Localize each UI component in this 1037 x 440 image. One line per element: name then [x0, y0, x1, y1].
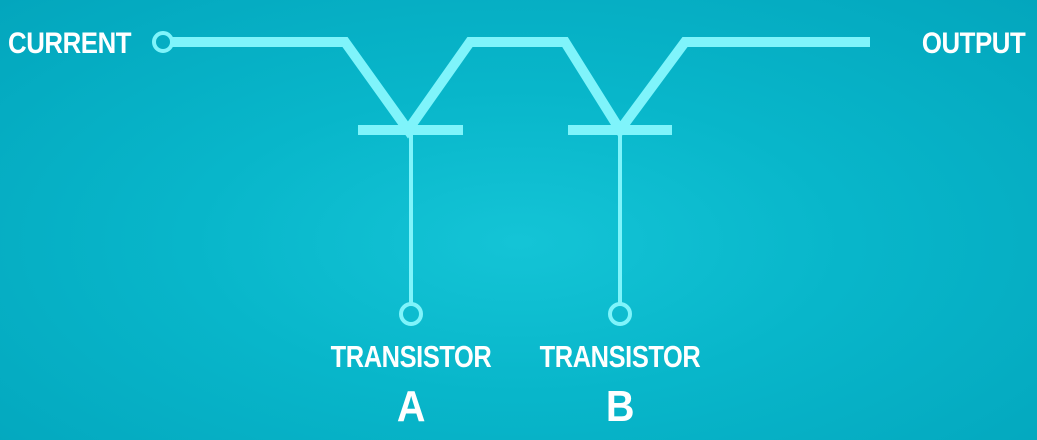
transistor-b-letter: B: [605, 382, 635, 431]
output-label: OUTPUT: [921, 27, 1026, 60]
transistor-a-label: TRANSISTOR: [330, 339, 492, 374]
current-wire: [172, 37, 870, 139]
current-input-terminal: [152, 31, 174, 53]
transistor-a-terminal: [399, 302, 423, 326]
current-label: CURRENT: [8, 27, 132, 60]
transistor-b-terminal: [608, 302, 632, 326]
transistor-a-letter: A: [396, 382, 426, 431]
transistor-b-label: TRANSISTOR: [539, 339, 701, 374]
